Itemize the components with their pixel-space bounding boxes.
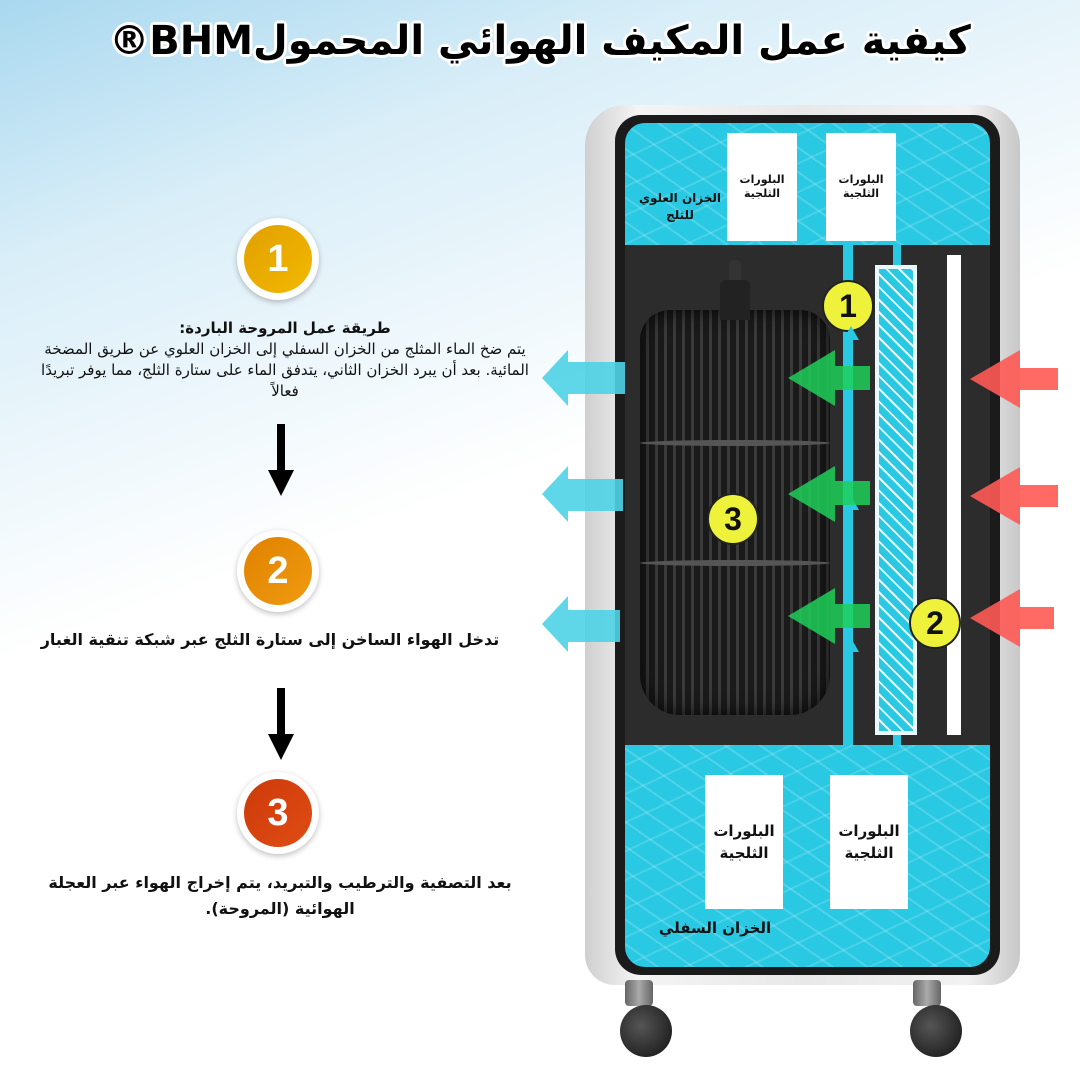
ice-crystal-box: البلورات الثلجية (830, 775, 908, 909)
lower-tank-label: الخزان السفلي (658, 919, 772, 937)
caster-wheel (620, 1005, 672, 1057)
air-cooler-diagram: الخزان العلوي للثلج البلورات الثلجية الب… (585, 105, 1020, 1057)
step-3-badge: 3 (237, 772, 319, 854)
ice-crystal-box: البلورات الثلجية (826, 133, 896, 241)
step-1-description: طريقة عمل المروحة الباردة: يتم ضخ الماء … (30, 318, 540, 402)
fan-hub (720, 280, 750, 320)
step-1-heading: طريقة عمل المروحة الباردة: (179, 319, 391, 337)
ice-curtain-filter (875, 265, 917, 735)
step-2-description: تدخل الهواء الساخن إلى ستارة الثلج عبر ش… (40, 630, 500, 649)
upper-tank (625, 123, 990, 245)
marker-2: 2 (909, 597, 961, 649)
caster-wheel (910, 1005, 962, 1057)
fan-ring (640, 560, 830, 566)
page-title: كيفية عمل المكيف الهوائي المحمولBHM® (109, 18, 971, 64)
step-1-body: يتم ضخ الماء المثلج من الخزان السفلي إلى… (41, 340, 529, 400)
step-3-number: 3 (244, 779, 312, 847)
marker-3: 3 (707, 493, 759, 545)
step-1-badge: 1 (237, 218, 319, 300)
down-arrow-icon (268, 688, 294, 760)
step-2-badge: 2 (237, 530, 319, 612)
caster-mount (913, 980, 941, 1006)
step-1-number: 1 (244, 225, 312, 293)
caster-mount (625, 980, 653, 1006)
marker-1: 1 (822, 280, 874, 332)
fan-ring (640, 440, 830, 446)
fan-shaft (729, 260, 741, 286)
upper-tank-label: الخزان العلوي للثلج (638, 191, 722, 222)
down-arrow-icon (268, 424, 294, 496)
step-3-description: بعد التصفية والترطيب والتبريد، يتم إخراج… (48, 873, 512, 918)
step-2-number: 2 (244, 537, 312, 605)
lower-tank (625, 745, 990, 967)
ice-crystal-box: البلورات الثلجية (727, 133, 797, 241)
ice-crystal-box: البلورات الثلجية (705, 775, 783, 909)
dust-filter-screen (947, 255, 961, 735)
